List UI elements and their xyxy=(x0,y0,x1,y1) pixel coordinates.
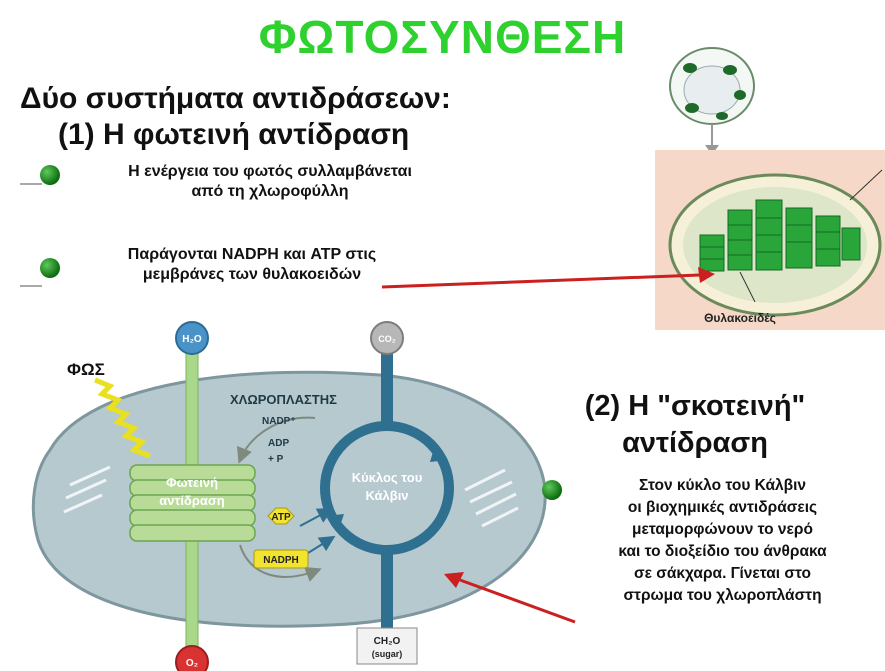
subtitle-line-2: (1) Η φωτεινή αντίδραση xyxy=(58,118,410,151)
nadph-label: NADPH xyxy=(263,555,299,566)
bullet-line xyxy=(20,285,42,287)
dark-reaction-line: και το διοξείδιο του άνθρακα xyxy=(618,543,827,560)
bullet-2-text: Παράγονται NADPH και ATP στις μεμβράνες … xyxy=(62,245,442,285)
bullet-line xyxy=(20,183,42,185)
adp-label: ADP xyxy=(268,438,289,449)
co2-column xyxy=(381,348,393,428)
dark-reaction-line: στρωμα του χλωροπλάστη xyxy=(623,587,822,604)
light-reaction-label-1: Φωτεινή xyxy=(166,475,218,490)
plant-cell-icon xyxy=(669,47,755,155)
h2o-node xyxy=(175,321,209,355)
dark-reaction-text: Στον κύκλο του Κάλβιν οι βιοχημικές αντι… xyxy=(560,475,885,607)
bullet-1-line-1: Η ενέργεια του φωτός συλλαμβάνεται xyxy=(128,163,412,180)
calvin-label-2: Κάλβιν xyxy=(365,488,408,503)
sugar-column xyxy=(381,550,393,630)
bullet-2-line-1: Παράγονται NADPH και ATP στις xyxy=(127,246,377,263)
dark-reaction-title-line-2: αντίδραση xyxy=(622,427,768,459)
co2-node xyxy=(370,321,404,355)
bullet-1-line-2: από τη χλωροφύλλη xyxy=(191,183,349,200)
dark-reaction-line: σε σάκχαρα. Γίνεται στο xyxy=(634,565,811,582)
o2-node xyxy=(175,645,209,671)
sugar-box xyxy=(356,627,418,665)
pi-label: + P xyxy=(268,454,284,465)
light-reaction-label-2: αντίδραση xyxy=(159,493,224,508)
chloroplast-inset: Θυλακοειδές xyxy=(655,47,885,330)
bullet-1-text: Η ενέργεια του φωτός συλλαμβάνεται από τ… xyxy=(65,162,475,202)
dark-reaction-line: οι βιοχημικές αντιδράσεις xyxy=(627,499,818,516)
dark-reaction-line: Στον κύκλο του Κάλβιν xyxy=(638,477,807,494)
thylakoid-pointer-arrow xyxy=(381,267,715,289)
thylakoid-label: Θυλακοειδές xyxy=(704,311,776,325)
bullet-icon xyxy=(542,480,562,500)
o2-label: O₂ xyxy=(186,658,198,669)
calvin-label-1: Κύκλος του xyxy=(352,470,423,485)
light-ray-icon xyxy=(94,377,151,459)
bullet-icon xyxy=(40,258,60,278)
h2o-label: H₂O xyxy=(182,334,202,345)
atp-label: ATP xyxy=(271,512,291,523)
nadph-badge xyxy=(253,549,309,569)
dark-reaction-title-line-1: (2) Η "σκοτεινή" xyxy=(584,390,806,422)
co2-label: CO₂ xyxy=(378,334,396,344)
page-title: ΦΩΤΟΣΥΝΘΕΣΗ xyxy=(258,11,627,63)
dark-reaction-line: μεταμορφώνουν το νερό xyxy=(632,521,813,538)
atp-badge xyxy=(267,507,295,525)
sugar-label: (sugar) xyxy=(372,649,403,659)
bullet-2-line-2: μεμβράνες των θυλακοειδών xyxy=(142,266,362,283)
dark-reaction-title: (2) Η "σκοτεινή" αντίδραση xyxy=(530,388,860,462)
light-reaction-stack xyxy=(129,464,256,542)
subtitle-line-1: Δύο συστήματα αντιδράσεων: xyxy=(20,82,451,115)
photosynthesis-diagram: ΧΛΩΡΟΠΛΑΣΤΗΣ H₂O O₂ ΦΩΣ Φωτεινή αντίδρασ… xyxy=(31,321,547,671)
light-label: ΦΩΣ xyxy=(67,360,105,379)
bullet-icon xyxy=(40,165,60,185)
ch2o-label: CH₂O xyxy=(374,636,401,647)
nadp-label: NADP⁺ xyxy=(262,416,296,427)
stroma-pointer-arrow xyxy=(444,572,576,624)
chloroplast-label: ΧΛΩΡΟΠΛΑΣΤΗΣ xyxy=(230,392,337,407)
